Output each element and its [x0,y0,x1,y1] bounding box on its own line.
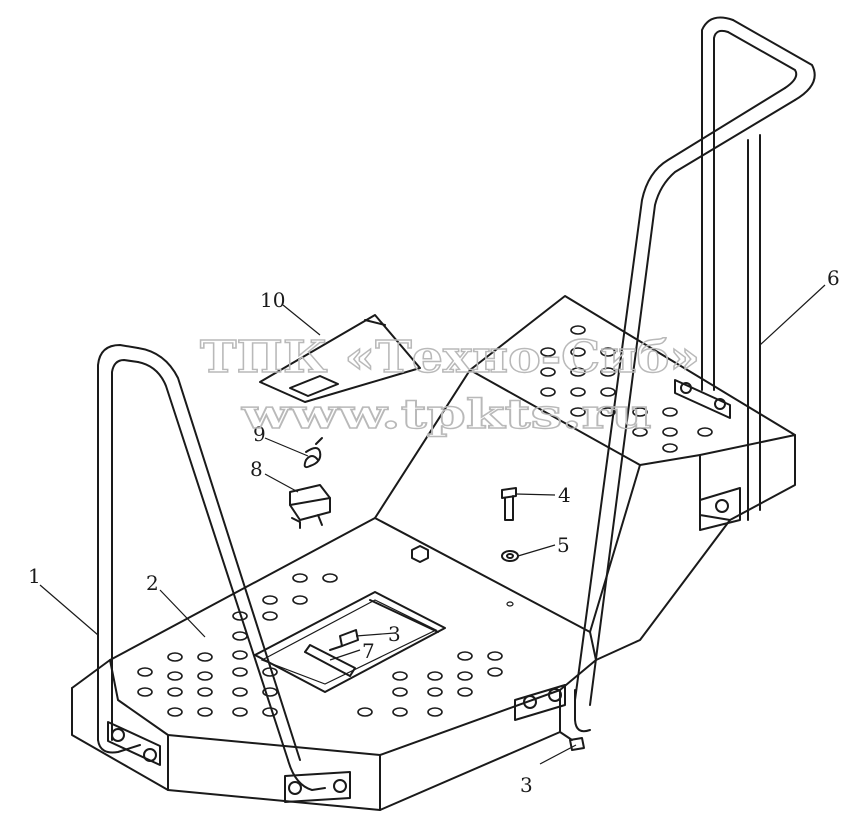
cover-plate-10 [259,314,421,403]
perforation-holes-rear [540,325,713,453]
callout-3-upper: 3 [388,622,401,646]
callout-4: 4 [558,483,571,507]
leader-lines [39,284,826,765]
left-handrail [97,344,351,803]
washer-5 [501,550,519,607]
bolt-3-lower [559,731,585,751]
latch-bracket-8 [289,484,331,529]
spring-9 [303,437,323,469]
bolt-3-upper [329,629,359,651]
callout-2: 2 [146,571,159,595]
right-handrail [514,16,816,733]
callout-7: 7 [362,639,375,663]
callout-3-lower: 3 [520,773,533,797]
watermark-line-1: ТПК «Техно-Сиб» [200,332,700,383]
bolt-4 [501,487,517,521]
perforation-holes-front [137,573,503,717]
callout-labels: 1 2 3 3 4 5 6 7 8 9 10 [28,266,840,797]
nut-top [411,545,429,563]
callout-5: 5 [557,533,570,557]
callout-1: 1 [28,564,41,588]
callout-6: 6 [827,266,840,290]
watermark-line-2: www.tpkts.ru [241,391,652,438]
callout-10: 10 [260,288,285,312]
callout-9: 9 [253,422,266,446]
watermark: ТПК «Техно-Сиб» www.tpkts.ru [199,331,700,438]
platform-step [71,295,796,811]
callout-8: 8 [250,457,263,481]
